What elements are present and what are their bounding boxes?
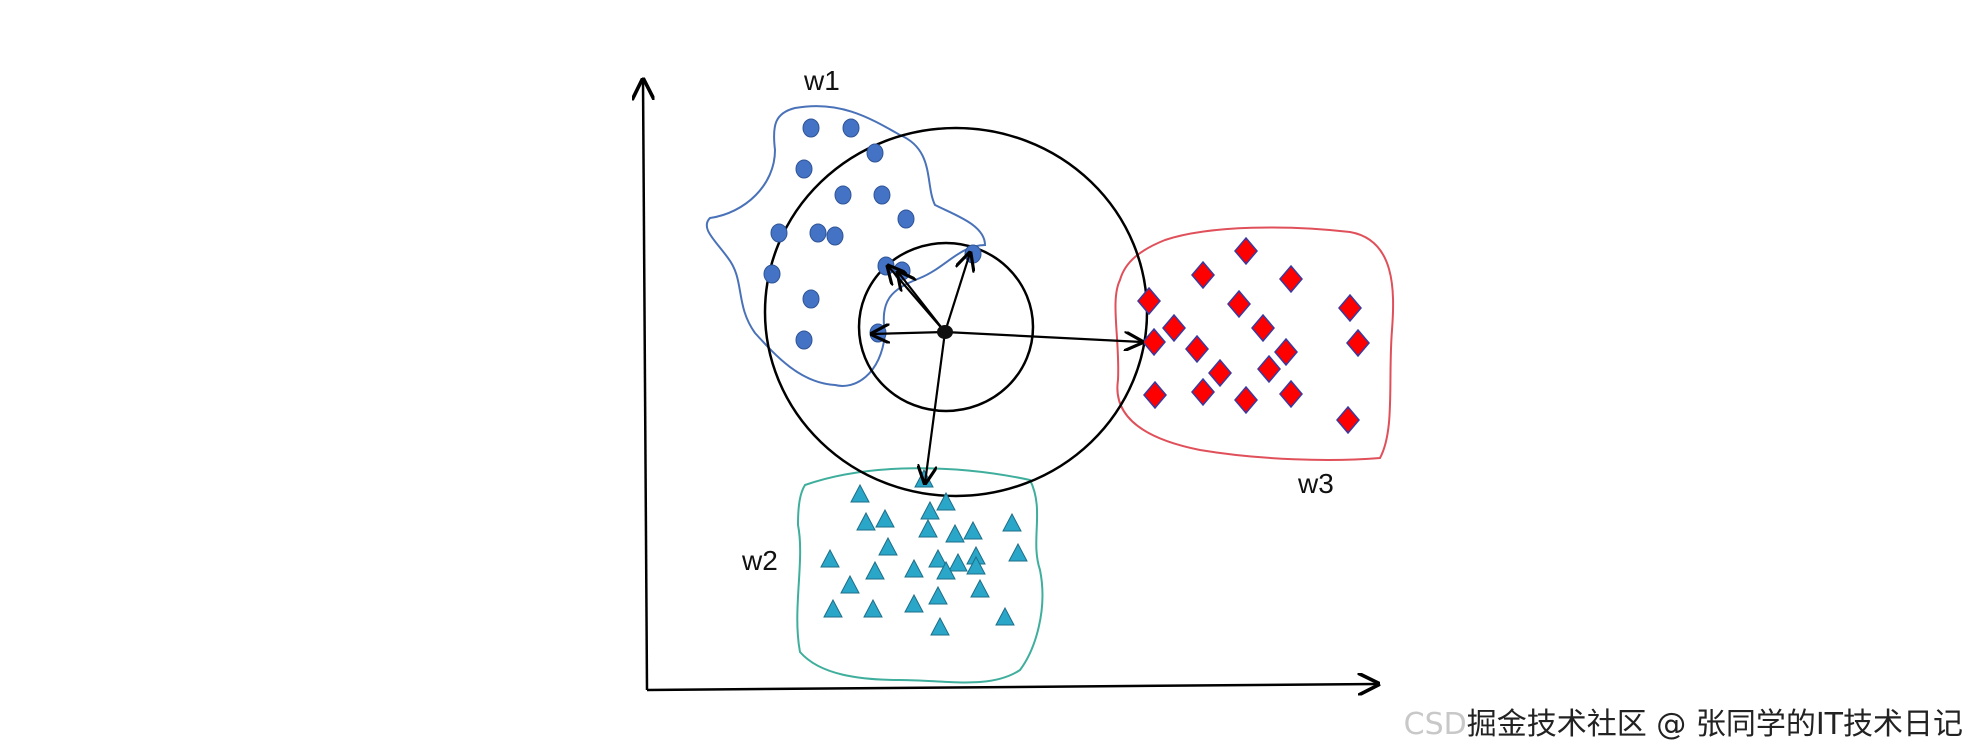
w1-point: [802, 118, 820, 138]
w3-point: [1185, 334, 1209, 364]
w1-point: [834, 185, 852, 205]
w2-point: [945, 523, 965, 543]
w2-point: [936, 560, 956, 580]
w1-point: [877, 256, 895, 276]
w2-point: [948, 552, 968, 572]
w2-point: [1008, 542, 1028, 562]
w1-point: [763, 264, 781, 284]
arrow-to-w1-left: [872, 332, 946, 334]
w2-point: [995, 606, 1015, 626]
w2-point: [963, 520, 983, 540]
w2-point: [920, 500, 940, 520]
w3-point: [1142, 327, 1166, 357]
w2-point: [970, 578, 990, 598]
w3-cluster-outline: [1114, 226, 1395, 461]
distance-arrows: [872, 253, 1142, 483]
w3-point: [1208, 358, 1232, 388]
arrow-to-w1-top: [943, 253, 970, 333]
w3-point: [1279, 379, 1303, 409]
w2-label: w2: [741, 545, 778, 576]
arrow-to-w1-upper-left-2: [898, 272, 946, 333]
w2-point: [918, 518, 938, 538]
w3-point: [1336, 405, 1360, 435]
outer-neighborhood-circle: [763, 126, 1149, 498]
w1-point: [866, 143, 884, 163]
w1-points: [763, 118, 982, 350]
w2-point: [863, 598, 883, 618]
w3-point: [1257, 354, 1281, 384]
w3-point: [1279, 264, 1303, 294]
w3-point: [1137, 286, 1161, 316]
w2-point: [878, 536, 898, 556]
w2-point: [856, 511, 876, 531]
w2-point: [840, 574, 860, 594]
w2-cluster-outline: [796, 467, 1044, 684]
inner-neighborhood-circle: [857, 241, 1035, 413]
y-axis: [643, 80, 647, 691]
w1-point: [795, 159, 813, 179]
w2-point: [904, 558, 924, 578]
w2-point: [914, 468, 934, 488]
w2-point: [865, 560, 885, 580]
w1-point: [770, 223, 788, 243]
w1-point: [897, 209, 915, 229]
w2-point: [820, 548, 840, 568]
w2-point: [966, 555, 986, 575]
w2-point: [936, 491, 956, 511]
arrow-to-w2: [925, 331, 947, 483]
w2-point: [1002, 512, 1022, 532]
w3-point: [1338, 293, 1362, 323]
watermark-text: 掘金技术社区 @ 张同学的IT技术日记: [1466, 707, 1963, 742]
w1-point: [873, 185, 891, 205]
w2-point: [928, 585, 948, 605]
w1-point: [802, 289, 820, 309]
w1-point: [826, 226, 844, 246]
query-point: [937, 325, 953, 339]
arrow-to-w3: [944, 330, 1142, 342]
w3-point: [1143, 380, 1167, 410]
w3-point: [1191, 377, 1215, 407]
w2-points: [820, 468, 1028, 636]
w2-point: [875, 508, 895, 528]
w3-point: [1191, 260, 1215, 290]
w3-point: [1274, 337, 1298, 367]
w1-cluster-outline: [705, 105, 987, 387]
w3-point: [1234, 236, 1258, 266]
w3-point: [1346, 328, 1370, 358]
w3-point: [1234, 385, 1258, 415]
w1-label: w1: [803, 65, 840, 96]
w1-point: [842, 118, 860, 138]
w3-point: [1162, 313, 1186, 343]
w1-point: [795, 330, 813, 350]
w2-point: [930, 616, 950, 636]
w3-point: [1227, 289, 1251, 319]
w3-label: w3: [1297, 468, 1334, 499]
watermark-prefix: CSD: [1403, 707, 1467, 742]
w1-point: [809, 223, 827, 243]
w2-point: [850, 483, 870, 503]
w2-point: [823, 598, 843, 618]
w3-points: [1137, 236, 1370, 435]
w2-point: [928, 548, 948, 568]
x-axis: [646, 684, 1378, 690]
w3-point: [1251, 313, 1275, 343]
watermark: CSD掘金技术社区 @ 张同学的IT技术日记: [1404, 699, 1963, 743]
w2-point: [904, 593, 924, 613]
